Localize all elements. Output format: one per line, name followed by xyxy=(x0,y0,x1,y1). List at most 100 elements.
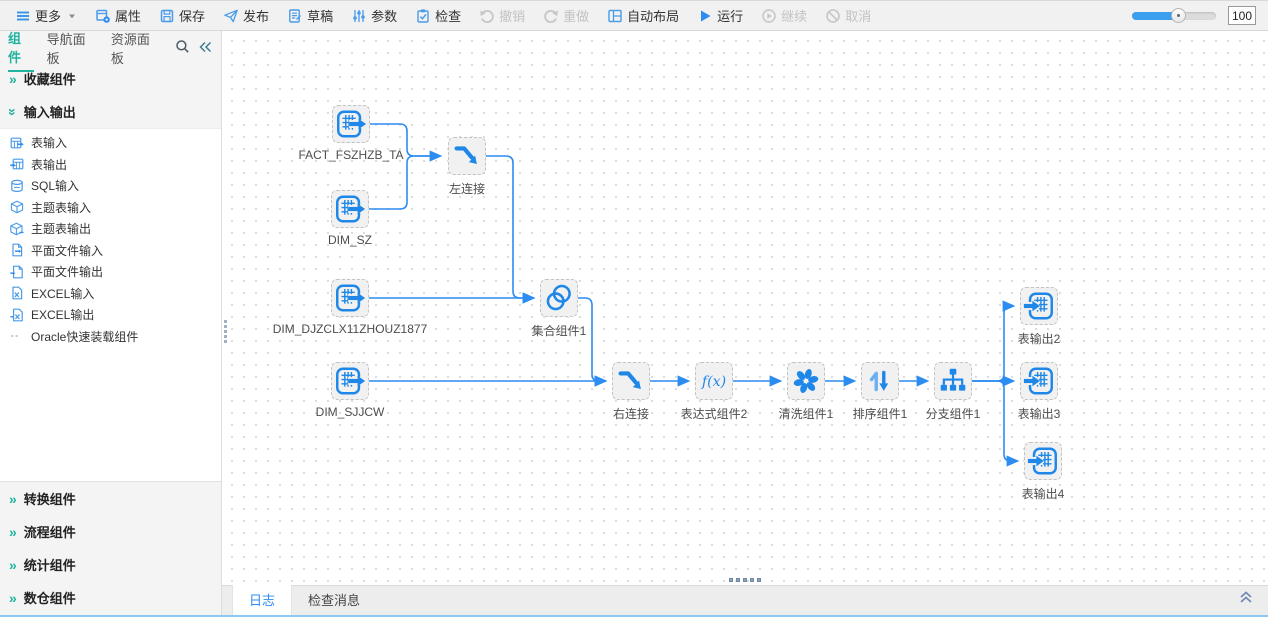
search-icon[interactable] xyxy=(175,39,190,54)
sort-node-icon xyxy=(861,362,899,400)
component-item-subject-table-input[interactable]: 主题表输入 xyxy=(0,197,221,219)
component-sidebar: 组件 导航面板 资源面板 » 收藏组件 » 输入输出 表输入 xyxy=(0,31,222,617)
node-table-output-2[interactable]: 表输出2 xyxy=(1018,287,1060,346)
node-dim-sjjcw[interactable]: DIM_SJJCW xyxy=(316,362,384,419)
node-dim-djzclx[interactable]: DIM_DJZCLX11ZHOUZ1877 xyxy=(273,279,427,336)
node-dim-sz[interactable]: DIM_SZ xyxy=(328,190,372,247)
expand-log-panel-button[interactable] xyxy=(1234,590,1258,616)
node-table-output-3[interactable]: 表输出3 xyxy=(1018,362,1060,421)
excel-input-icon xyxy=(12,286,23,300)
flat-file-output-icon xyxy=(10,265,23,279)
node-fact-fszhzb-ta[interactable]: FACT_FSZHZB_TA xyxy=(298,105,404,162)
caret-down-icon xyxy=(69,14,76,18)
node-left-join[interactable]: 左连接 xyxy=(448,137,486,196)
section-warehouse-components[interactable]: » 数仓组件 xyxy=(9,589,76,607)
chevron-right-icon: » xyxy=(9,523,17,540)
continue-button[interactable]: 继续 xyxy=(752,1,816,31)
more-button[interactable]: 更多 xyxy=(6,1,86,31)
node-expression-component[interactable]: f(x) 表达式组件2 xyxy=(681,362,747,421)
publish-icon xyxy=(224,9,238,22)
component-item-flat-file-input[interactable]: 平面文件输入 xyxy=(0,240,221,262)
check-icon xyxy=(417,8,429,23)
chevron-right-icon: » xyxy=(9,490,17,507)
table-input-icon xyxy=(10,137,24,149)
tab-components[interactable]: 组件 xyxy=(8,31,34,72)
sql-input-icon xyxy=(11,179,23,192)
node-sort-component[interactable]: 排序组件1 xyxy=(853,362,907,421)
component-item-flat-file-output[interactable]: 平面文件输出 xyxy=(0,261,221,283)
table-output-icon xyxy=(10,158,24,170)
section-input-output[interactable]: » 输入输出 xyxy=(4,105,76,120)
section-favorite-components[interactable]: » 收藏组件 xyxy=(9,70,76,88)
cancel-icon xyxy=(826,8,840,23)
collapse-sidebar-icon[interactable] xyxy=(198,40,213,54)
sidebar-resize-handle[interactable] xyxy=(222,311,228,351)
log-panel: 日志 检查消息 xyxy=(222,583,1268,616)
check-button[interactable]: 检查 xyxy=(406,1,470,31)
excel-output-icon xyxy=(10,308,23,322)
zoom-slider-knob[interactable] xyxy=(1170,7,1186,23)
redo-button[interactable]: 重做 xyxy=(534,1,598,31)
component-item-excel-output[interactable]: EXCEL输出 xyxy=(0,304,221,326)
tab-resource-panel[interactable]: 资源面板 xyxy=(110,31,150,66)
node-right-join[interactable]: 右连接 xyxy=(612,362,650,421)
parameters-icon xyxy=(353,9,365,22)
branch-node-icon xyxy=(934,362,972,400)
save-button[interactable]: 保存 xyxy=(150,1,214,31)
node-set-component[interactable]: 集合组件1 xyxy=(532,279,586,338)
table-input-node-icon xyxy=(331,190,369,228)
zoom-level-input[interactable] xyxy=(1228,6,1256,25)
join-node-icon xyxy=(448,137,486,175)
undo-button[interactable]: 撤销 xyxy=(470,1,534,31)
subject-table-input-icon xyxy=(10,200,24,214)
table-output-node-icon xyxy=(1024,442,1062,480)
component-item-subject-table-output[interactable]: 主题表输出 xyxy=(0,218,221,240)
workspace-column: FACT_FSZHZB_TA DIM_SZ 左连接 xyxy=(222,31,1268,616)
draft-button[interactable]: 草稿 xyxy=(278,1,342,31)
undo-icon xyxy=(480,9,494,23)
clean-node-icon xyxy=(787,362,825,400)
join-node-icon xyxy=(612,362,650,400)
tab-check-messages[interactable]: 检查消息 xyxy=(308,593,361,608)
properties-button[interactable]: 属性 xyxy=(86,1,150,31)
sidebar-tab-tools xyxy=(175,39,213,54)
component-item-table-output[interactable]: 表输出 xyxy=(0,154,221,176)
properties-icon xyxy=(96,9,110,23)
svg-text:f(x): f(x) xyxy=(701,374,726,390)
tab-log[interactable]: 日志 xyxy=(232,583,293,616)
node-branch-component[interactable]: 分支组件1 xyxy=(926,362,980,421)
table-input-node-icon xyxy=(331,362,369,400)
chevron-right-icon: » xyxy=(9,70,17,87)
chevron-down-icon: » xyxy=(4,107,21,116)
run-button[interactable]: 运行 xyxy=(688,1,752,31)
save-icon xyxy=(160,9,174,22)
flow-canvas[interactable]: FACT_FSZHZB_TA DIM_SZ 左连接 xyxy=(222,31,1268,585)
section-statistics-components[interactable]: » 统计组件 xyxy=(9,556,76,574)
connection-edges xyxy=(369,123,1020,467)
component-item-sql-input[interactable]: SQL输入 xyxy=(0,175,221,197)
auto-layout-button[interactable]: 自动布局 xyxy=(598,1,688,31)
component-item-oracle-loader[interactable]: Oracle快速装载组件 xyxy=(0,326,221,348)
node-table-output-4[interactable]: 表输出4 xyxy=(1022,442,1064,501)
section-flow-components[interactable]: » 流程组件 xyxy=(9,523,76,541)
component-item-table-input[interactable]: 表输入 xyxy=(0,132,221,154)
tab-navigation-panel[interactable]: 导航面板 xyxy=(46,31,86,66)
parameters-button[interactable]: 参数 xyxy=(342,1,406,31)
node-clean-component[interactable]: 清洗组件1 xyxy=(779,362,833,421)
draft-icon xyxy=(289,8,302,23)
oracle-loader-icon xyxy=(11,335,19,337)
table-input-node-icon xyxy=(332,105,370,143)
zoom-slider[interactable] xyxy=(1132,7,1216,23)
flat-file-input-icon xyxy=(12,243,23,257)
table-output-node-icon xyxy=(1020,287,1058,325)
section-transform-components[interactable]: » 转换组件 xyxy=(9,490,76,508)
expression-node-icon: f(x) xyxy=(695,362,733,400)
auto-layout-icon xyxy=(608,9,622,22)
component-item-excel-input[interactable]: EXCEL输入 xyxy=(0,283,221,305)
cancel-button[interactable]: 取消 xyxy=(816,1,880,31)
publish-button[interactable]: 发布 xyxy=(214,1,278,31)
menu-icon xyxy=(17,11,29,20)
log-panel-resize-handle[interactable] xyxy=(727,576,763,584)
zoom-slider-fill xyxy=(1132,11,1176,20)
